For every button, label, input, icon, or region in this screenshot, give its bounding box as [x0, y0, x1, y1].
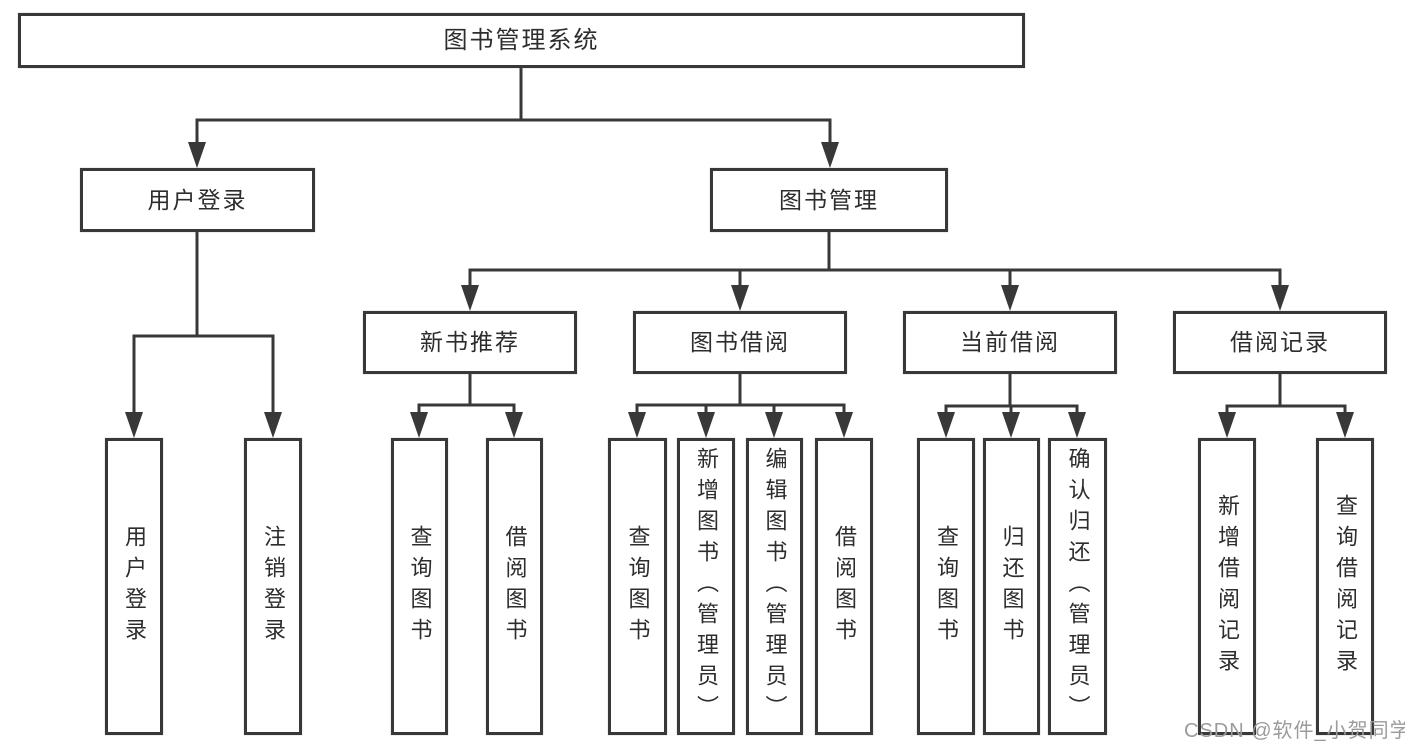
leaf-user-login-label: 用户登录	[122, 524, 147, 649]
leaf-confirm-return-admin: 确认归还（管理员）	[1048, 438, 1107, 735]
leaf-logout-label: 注销登录	[261, 524, 286, 649]
node-book-management: 图书管理	[710, 168, 948, 232]
node-root: 图书管理系统	[18, 13, 1025, 68]
leaf-edit-books-admin: 编辑图书（管理员）	[746, 438, 803, 735]
leaf-logout: 注销登录	[244, 438, 302, 735]
leaf-recommend-query-books-label: 查询图书	[407, 524, 433, 649]
leaf-query-borrow-record: 查询借阅记录	[1316, 438, 1374, 735]
leaf-borrow-query-books-label: 查询图书	[625, 524, 651, 649]
leaf-confirm-return-admin-label: 确认归还（管理员）	[1065, 447, 1091, 726]
node-book-management-label: 图书管理	[779, 186, 879, 213]
connector-current-borrow	[937, 372, 1086, 438]
leaf-recommend-borrow-books-label: 借阅图书	[502, 524, 528, 649]
connector-root	[188, 66, 839, 168]
leaf-edit-books-admin-label: 编辑图书（管理员）	[762, 447, 788, 726]
node-root-label: 图书管理系统	[443, 26, 600, 54]
csdn-watermark: CSDN @软件_小贺同学	[1184, 720, 1405, 742]
leaf-user-login: 用户登录	[105, 438, 163, 735]
leaf-add-borrow-record-label: 新增借阅记录	[1215, 493, 1240, 680]
connector-user-login	[125, 230, 282, 438]
leaf-recommend-borrow-books: 借阅图书	[486, 438, 543, 735]
node-user-login: 用户登录	[80, 168, 315, 232]
leaf-add-books-admin-label: 新增图书（管理员）	[694, 447, 719, 726]
leaf-add-books-admin: 新增图书（管理员）	[677, 438, 735, 735]
node-book-borrow-label: 图书借阅	[690, 329, 790, 355]
node-current-borrow-label: 当前借阅	[960, 329, 1060, 355]
leaf-borrow-query-books: 查询图书	[608, 438, 667, 735]
connector-new-book-recommend	[410, 372, 523, 438]
leaf-borrow-books: 借阅图书	[815, 438, 873, 735]
node-user-login-label: 用户登录	[147, 186, 248, 213]
leaf-add-borrow-record: 新增借阅记录	[1198, 438, 1256, 735]
leaf-current-query-books-label: 查询图书	[934, 524, 959, 649]
node-borrow-records: 借阅记录	[1173, 311, 1387, 374]
node-book-borrow: 图书借阅	[633, 311, 847, 374]
node-current-borrow: 当前借阅	[903, 311, 1117, 374]
leaf-return-books: 归还图书	[983, 438, 1040, 735]
connector-book-borrow	[628, 372, 853, 438]
leaf-recommend-query-books: 查询图书	[391, 438, 448, 735]
leaf-query-borrow-record-label: 查询借阅记录	[1333, 493, 1358, 680]
node-new-book-recommend: 新书推荐	[363, 311, 577, 374]
node-new-book-recommend-label: 新书推荐	[420, 329, 520, 355]
connector-borrow-records	[1218, 372, 1354, 438]
leaf-current-query-books: 查询图书	[917, 438, 975, 735]
leaf-return-books-label: 归还图书	[999, 524, 1025, 649]
node-borrow-records-label: 借阅记录	[1230, 329, 1330, 355]
leaf-borrow-books-label: 借阅图书	[832, 524, 857, 649]
connector-book-management	[461, 230, 1289, 311]
